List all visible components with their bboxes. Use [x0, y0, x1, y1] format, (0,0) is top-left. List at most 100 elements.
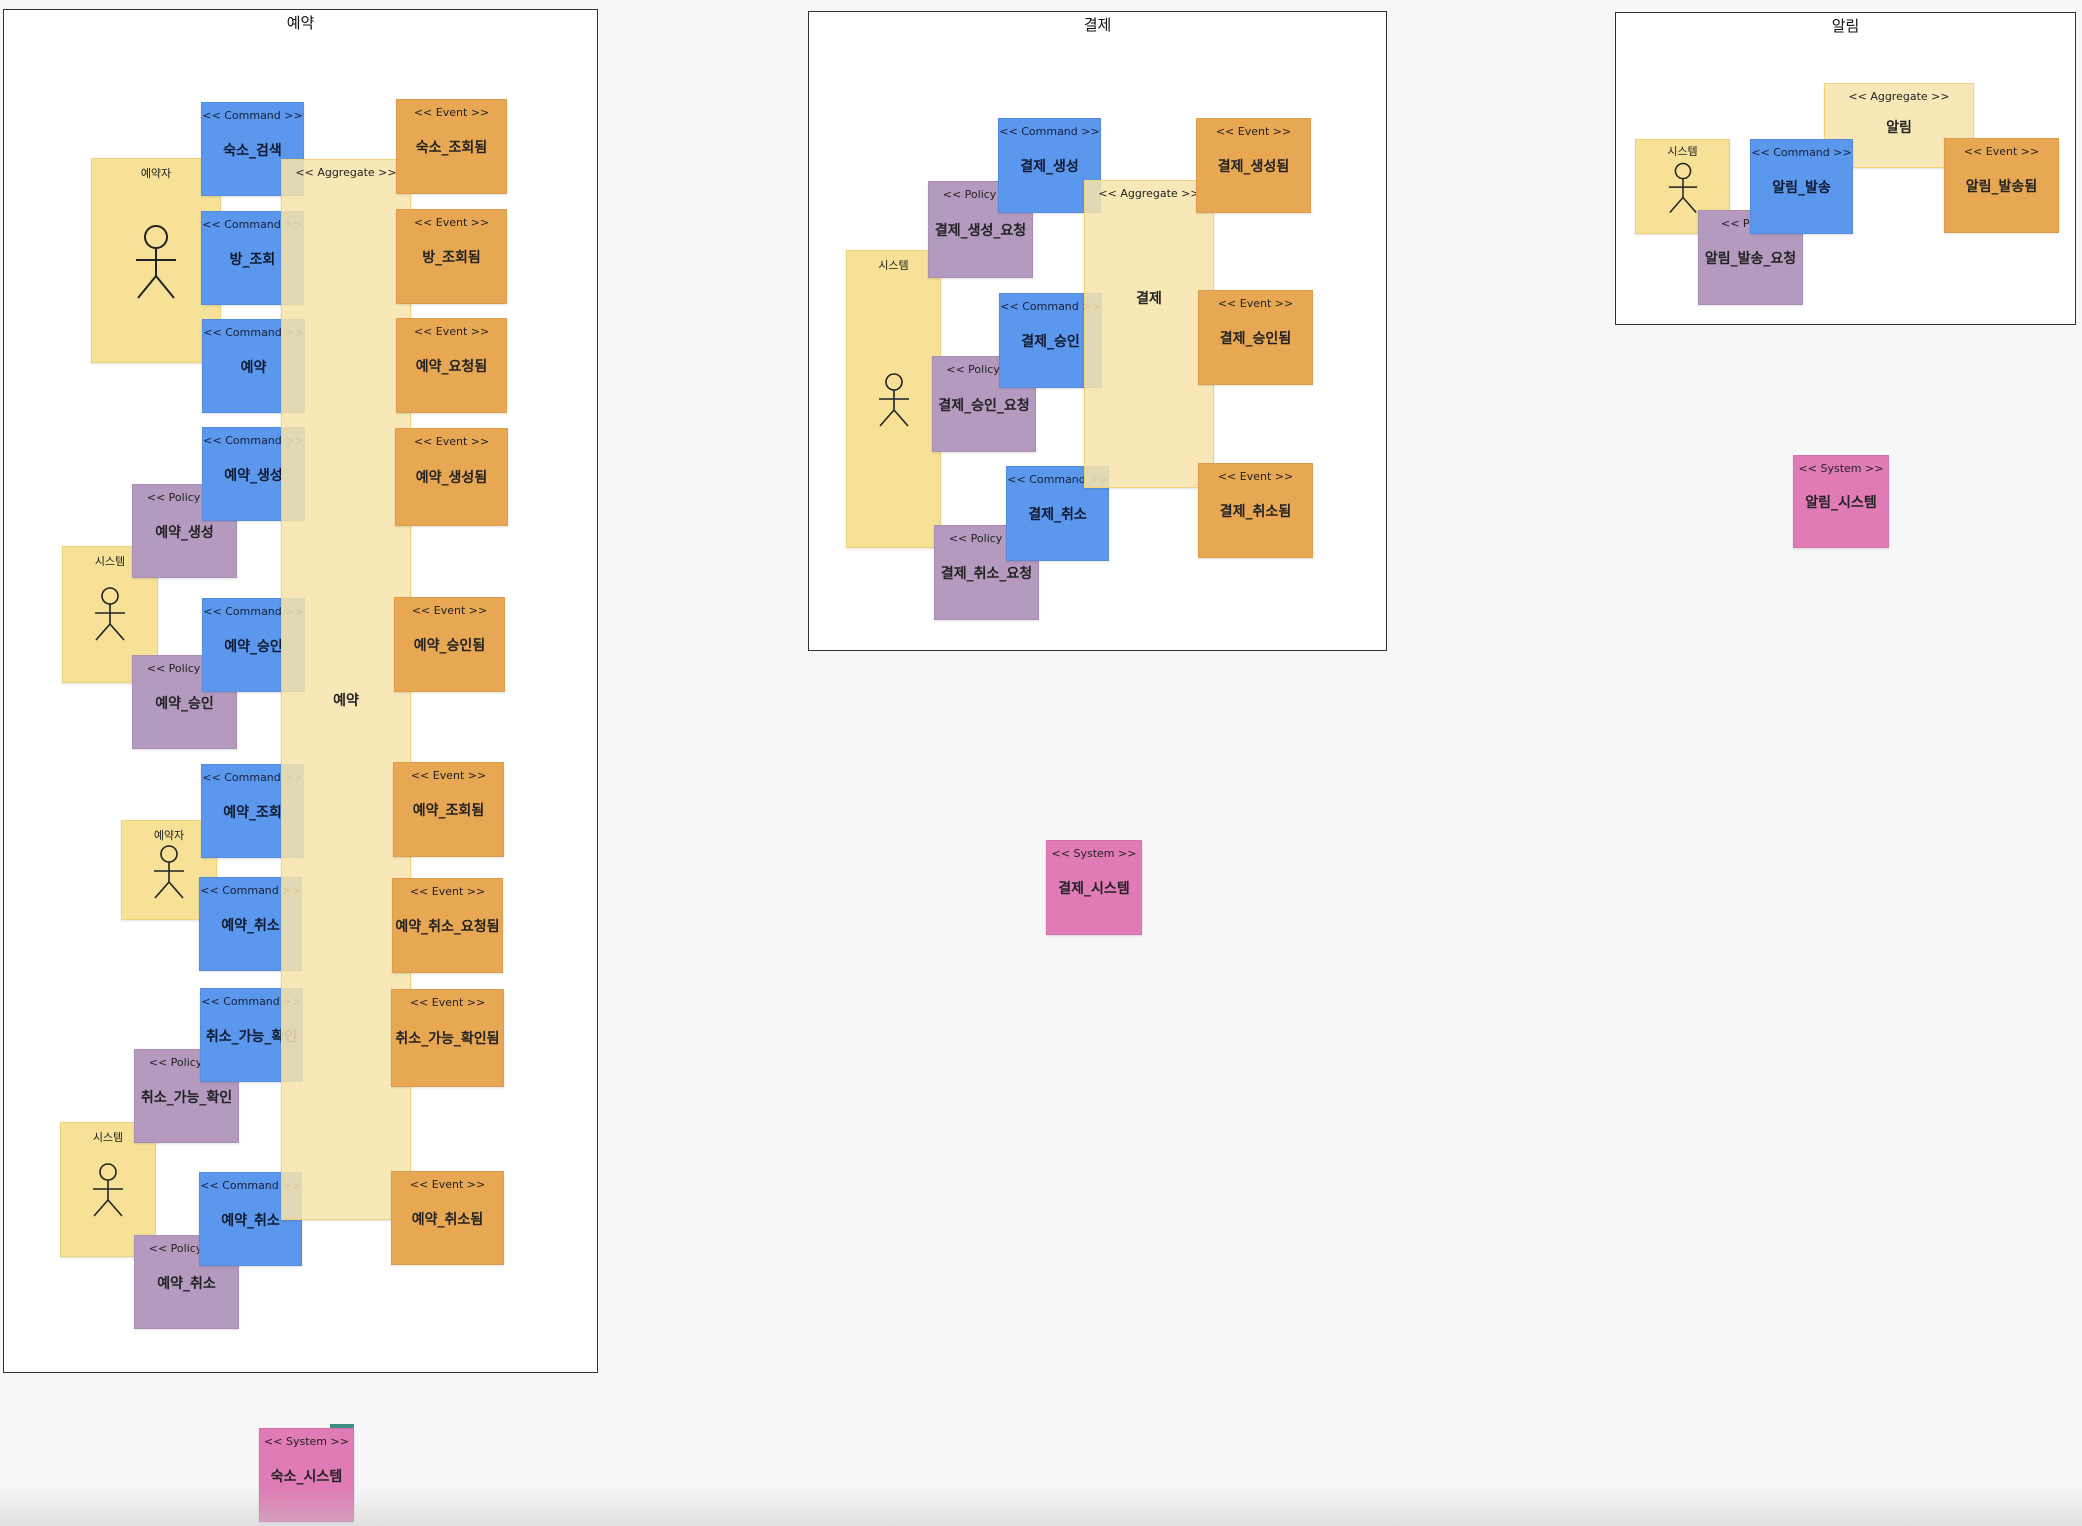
aggregate-label: 결제 [1136, 291, 1162, 308]
policy-label: 결제_생성_요청 [934, 223, 1027, 239]
event-stereotype: << Event >> [413, 106, 490, 119]
bounded-context-title: 알림 [1831, 17, 1860, 35]
aggregate-reservation[interactable]: << Aggregate >> 예약 [281, 159, 411, 1220]
command-stereotype: << Command >> [200, 884, 301, 897]
event-stereotype: << Event >> [410, 769, 487, 782]
event-sticky[interactable]: << Event >> 결제_생성됨 [1196, 118, 1311, 213]
command-stereotype: << Command >> [202, 109, 303, 122]
event-sticky[interactable]: << Event >> 예약_승인됨 [394, 597, 505, 692]
policy-label: 취소_가능_확인 [140, 1089, 233, 1106]
event-stereotype: << Event >> [413, 216, 490, 229]
command-label: 예약_취소 [221, 1212, 280, 1229]
policy-label: 예약_취소 [157, 1275, 216, 1292]
aggregate-label: 알림 [1886, 120, 1912, 137]
command-label: 예약_취소 [221, 917, 280, 934]
event-stereotype: << Event >> [1217, 470, 1294, 483]
actor-label: 시스템 [1667, 145, 1698, 158]
command-sticky[interactable]: << Command >> 결제_생성 [998, 118, 1101, 213]
system-sticky[interactable]: << System >> 결제_시스템 [1046, 840, 1142, 935]
event-sticky[interactable]: << Event >> 결제_승인됨 [1198, 290, 1313, 385]
event-stereotype: << Event >> [409, 996, 486, 1009]
event-sticky[interactable]: << Event >> 예약_조회됨 [393, 762, 504, 857]
command-label: 결제_생성 [1020, 159, 1079, 176]
command-label: 결제_승인 [1021, 334, 1080, 351]
event-sticky[interactable]: << Event >> 예약_취소됨 [391, 1171, 504, 1265]
command-label: 예약_승인 [224, 638, 283, 655]
system-sticky[interactable]: << System >> 알림_시스템 [1793, 455, 1889, 548]
event-label: 예약_승인됨 [413, 638, 486, 655]
command-stereotype: << Command >> [203, 605, 304, 618]
command-stereotype: << Command >> [200, 1179, 301, 1192]
event-label: 예약_생성됨 [415, 470, 488, 487]
command-label: 취소_가능_확인 [205, 1028, 298, 1045]
canvas-bottom-fade [0, 1486, 2082, 1526]
command-label: 알림_발송 [1772, 180, 1831, 197]
command-label: 결제_취소 [1028, 507, 1087, 524]
stick-figure-icon [1668, 162, 1697, 214]
event-label: 숙소_조회됨 [415, 140, 488, 157]
actor-system[interactable]: 시스템 [846, 250, 941, 548]
event-stereotype: << Event >> [411, 604, 488, 617]
bounded-context-title: 결제 [1083, 16, 1112, 34]
event-sticky[interactable]: << Event >> 예약_요청됨 [396, 318, 507, 413]
event-label: 결제_승인됨 [1219, 331, 1292, 348]
actor-label: 시스템 [94, 555, 126, 568]
event-label: 예약_요청됨 [415, 359, 488, 376]
actor-label: 시스템 [92, 1131, 124, 1144]
command-stereotype: << Command >> [1000, 300, 1101, 313]
event-stereotype: << Event >> [409, 885, 486, 898]
event-sticky[interactable]: << Event >> 알림_발송됨 [1944, 138, 2059, 233]
system-stereotype: << System >> [1798, 462, 1884, 475]
stick-figure-icon [154, 845, 184, 899]
event-sticky[interactable]: << Event >> 예약_생성됨 [395, 428, 508, 526]
aggregate-stereotype: << Aggregate >> [1848, 90, 1950, 103]
aggregate-label: 예약 [333, 692, 359, 709]
event-label: 취소_가능_확인됨 [395, 1031, 500, 1048]
bounded-context-title: 예약 [286, 14, 315, 32]
event-stereotype: << Event >> [413, 435, 490, 448]
event-stereotype: << Event >> [413, 325, 490, 338]
event-label: 예약_취소됨 [411, 1211, 484, 1228]
command-sticky[interactable]: << Command >> 알림_발송 [1750, 139, 1853, 234]
aggregate-stereotype: << Aggregate >> [295, 166, 397, 179]
policy-label: 결제_취소_요청 [940, 566, 1033, 583]
actor-reserver[interactable]: 예약자 [91, 158, 221, 363]
command-stereotype: << Command >> [202, 218, 303, 231]
actor-label: 예약자 [140, 167, 172, 180]
event-label: 결제_취소됨 [1219, 504, 1292, 521]
command-stereotype: << Command >> [203, 326, 304, 339]
event-sticky[interactable]: << Event >> 취소_가능_확인됨 [391, 989, 504, 1087]
system-label: 알림_시스템 [1805, 495, 1877, 512]
event-sticky[interactable]: << Event >> 결제_취소됨 [1198, 463, 1313, 558]
command-label: 숙소_검색 [223, 142, 282, 159]
command-stereotype: << Command >> [202, 771, 303, 784]
system-stereotype: << System >> [264, 1435, 349, 1448]
event-stereotype: << Event >> [409, 1178, 486, 1191]
event-sticky[interactable]: << Event >> 숙소_조회됨 [396, 99, 507, 194]
command-label: 예약 [240, 359, 267, 376]
command-stereotype: << Command >> [201, 995, 302, 1008]
event-stereotype: << Event >> [1215, 125, 1292, 138]
policy-label: 알림_발송_요청 [1704, 251, 1797, 268]
event-sticky[interactable]: << Event >> 예약_취소_요청됨 [392, 878, 503, 973]
aggregate-payment[interactable]: << Aggregate >> 결제 [1084, 180, 1214, 488]
command-stereotype: << Command >> [1751, 146, 1852, 159]
command-stereotype: << Command >> [1007, 473, 1108, 486]
aggregate-stereotype: << Aggregate >> [1098, 187, 1200, 200]
actor-system[interactable]: 시스템 [60, 1122, 156, 1257]
command-stereotype: << Command >> [203, 434, 304, 447]
event-label: 예약_조회됨 [412, 803, 485, 820]
policy-label: 예약_생성 [155, 524, 214, 541]
event-label: 방_조회됨 [422, 250, 481, 267]
event-label: 예약_취소_요청됨 [395, 919, 500, 936]
event-label: 알림_발송됨 [1965, 179, 2038, 196]
stick-figure-icon [95, 587, 125, 641]
event-sticky[interactable]: << Event >> 방_조회됨 [396, 209, 507, 304]
event-stereotype: << Event >> [1963, 145, 2040, 158]
event-stereotype: << Event >> [1217, 297, 1294, 310]
policy-sticky[interactable]: << Policy >> 결제_생성_요청 [928, 181, 1033, 278]
system-label: 숙소_시스템 [270, 1468, 343, 1485]
command-label: 방_조회 [229, 251, 276, 268]
policy-label: 결제_승인_요청 [938, 397, 1030, 414]
